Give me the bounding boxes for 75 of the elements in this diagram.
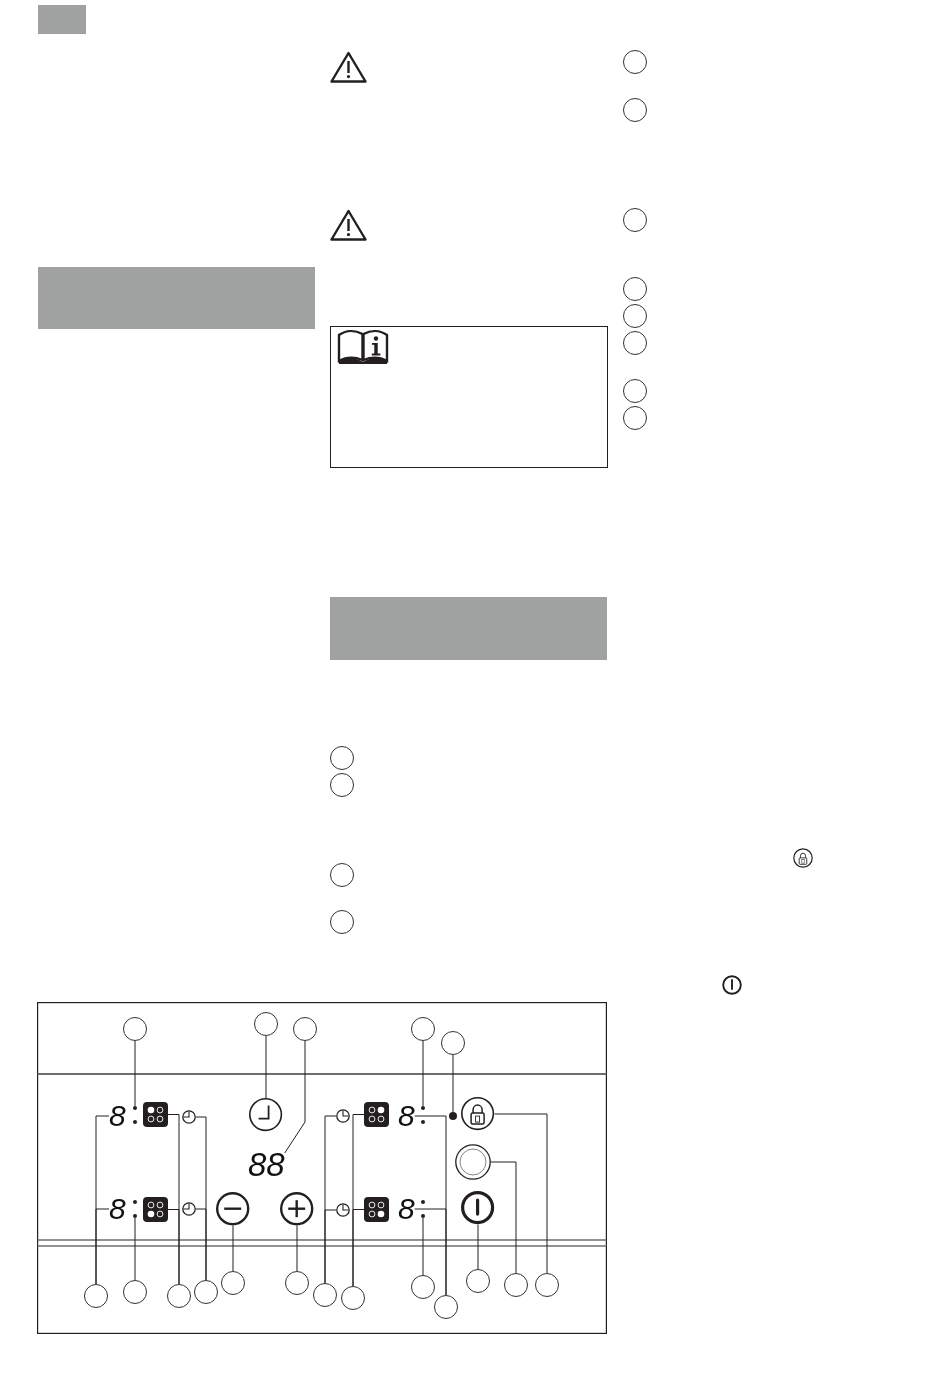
leader-line — [422, 1217, 424, 1276]
callout-circle — [167, 1284, 191, 1308]
callout-circle — [330, 746, 354, 770]
callout-circle — [411, 1275, 435, 1299]
leader-line — [134, 1040, 136, 1107]
digit-display: 8 — [109, 1198, 126, 1220]
callout-circle — [285, 1271, 309, 1295]
clock-icon — [336, 1203, 350, 1217]
leader-line — [134, 1217, 136, 1281]
page-tab — [38, 5, 86, 34]
callout-circle — [441, 1031, 465, 1055]
callout-circle — [123, 1280, 147, 1304]
leader-line — [232, 1225, 234, 1272]
minus-button — [216, 1192, 250, 1226]
indicator-dot — [449, 1112, 457, 1120]
callout-circle — [434, 1295, 458, 1319]
callout-circle — [623, 331, 647, 355]
heading-band — [38, 267, 315, 329]
power-button — [461, 1191, 495, 1225]
leader-line — [296, 1225, 298, 1272]
leader-line — [452, 1054, 454, 1113]
callout-circle — [293, 1017, 317, 1041]
callout-circle — [411, 1017, 435, 1041]
clock-icon — [182, 1110, 196, 1124]
callout-circle — [466, 1269, 490, 1293]
callout-circle — [623, 406, 647, 430]
callout-circle — [254, 1012, 278, 1036]
clock-button — [249, 1098, 283, 1132]
timer-display: 88 — [248, 1153, 285, 1177]
leader-line — [414, 1208, 447, 1296]
leader-line — [284, 1040, 306, 1154]
callout-circle — [535, 1273, 559, 1297]
plus-button — [280, 1192, 314, 1226]
callout-circle — [194, 1280, 218, 1304]
callout-circle — [84, 1284, 108, 1308]
leader-line — [477, 1224, 479, 1270]
callout-circle — [313, 1283, 337, 1307]
digit-display: 8 — [109, 1105, 126, 1127]
leader-line — [167, 1209, 180, 1285]
callout-circle — [623, 98, 647, 122]
callout-circle — [623, 304, 647, 328]
callout-circle — [623, 208, 647, 232]
leader-line — [422, 1040, 424, 1107]
display-dot — [421, 1214, 425, 1218]
leader-line — [195, 1208, 207, 1281]
callout-circle — [623, 277, 647, 301]
round-button — [455, 1144, 491, 1180]
clock-icon — [336, 1109, 350, 1123]
callout-circle — [330, 863, 354, 887]
display-dot — [133, 1214, 137, 1218]
callout-circle — [330, 910, 354, 934]
hob-zones-icon — [143, 1197, 168, 1222]
leader-line — [324, 1209, 337, 1284]
clock-icon — [182, 1202, 196, 1216]
callout-circle — [623, 379, 647, 403]
callout-circle — [623, 50, 647, 74]
hob-zones-icon — [364, 1197, 389, 1222]
heading-band — [330, 597, 607, 660]
leader-line — [494, 1113, 548, 1274]
callout-circle — [504, 1273, 528, 1297]
digit-display: 8 — [398, 1198, 415, 1220]
leader-line — [95, 1208, 110, 1285]
display-dot — [421, 1106, 425, 1110]
lock-button — [461, 1097, 495, 1131]
digit-display: 8 — [398, 1105, 415, 1127]
leader-line — [490, 1161, 517, 1274]
callout-circle — [341, 1286, 365, 1310]
callout-circle — [330, 773, 354, 797]
leader-line — [265, 1035, 267, 1099]
callout-circle — [123, 1017, 147, 1041]
display-dot — [133, 1106, 137, 1110]
callout-circle — [221, 1271, 245, 1295]
hob-zones-icon — [143, 1102, 168, 1127]
hob-zones-icon — [364, 1102, 389, 1127]
leader-line — [352, 1209, 365, 1287]
